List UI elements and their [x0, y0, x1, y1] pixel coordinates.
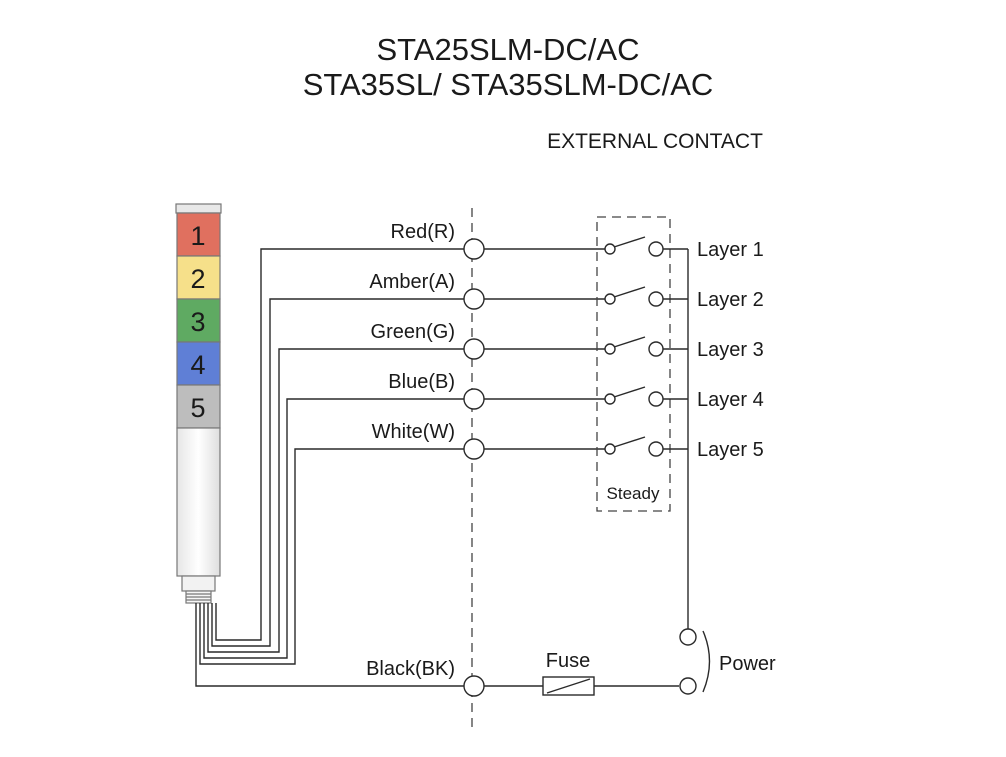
tower-segment-number: 2: [190, 264, 205, 294]
wire-red: [215, 248, 475, 641]
wire-green: [207, 348, 475, 653]
wire-label-white: White(W): [372, 421, 455, 443]
fuse-label: Fuse: [546, 650, 590, 672]
steady-contact-box: [596, 216, 671, 512]
wire-label-blue: Blue(B): [388, 371, 455, 393]
switch-layer-4: [604, 386, 664, 407]
tower-base-nut: [181, 575, 216, 592]
tower-cap: [175, 203, 222, 214]
switch-feed-lines: [484, 248, 605, 450]
tower-segment-number: 1: [190, 221, 205, 251]
tower-segment-number: 4: [190, 350, 205, 380]
power-label: Power: [719, 653, 776, 675]
external-contact-label: EXTERNAL CONTACT: [547, 130, 763, 153]
layer-label-4: Layer 4: [697, 389, 764, 411]
terminal-amber: [463, 288, 485, 310]
common-bus: [663, 248, 689, 629]
layer-label-1: Layer 1: [697, 239, 764, 261]
power-terminal-top: [679, 628, 697, 646]
tower-wires: [195, 248, 475, 687]
layer-label-3: Layer 3: [697, 339, 764, 361]
tower-segment-1: [176, 212, 221, 257]
switch-layer-2: [604, 286, 664, 307]
tower-segment-2: [176, 255, 221, 300]
power-terminal-bottom: [679, 677, 697, 695]
signal-tower: 1 2 3 4 5: [175, 203, 222, 604]
tower-segment-number: 3: [190, 307, 205, 337]
terminal-white: [463, 438, 485, 460]
terminal-green: [463, 338, 485, 360]
wire-label-green: Green(G): [371, 321, 455, 343]
wire-amber: [211, 298, 475, 647]
tower-segment-number: 5: [190, 393, 205, 423]
terminal-red: [463, 238, 485, 260]
steady-label: Steady: [607, 484, 660, 503]
wire-label-red: Red(R): [391, 221, 455, 243]
switch-layer-1: [604, 236, 664, 257]
wire-label-amber: Amber(A): [369, 271, 455, 293]
power-source-arc: [702, 630, 711, 693]
tower-pole: [176, 427, 221, 577]
layer-label-5: Layer 5: [697, 439, 764, 461]
switch-layer-3: [604, 336, 664, 357]
wire-blue: [203, 398, 475, 659]
fuse-symbol: [542, 676, 595, 696]
tower-segment-4: [176, 341, 221, 386]
terminal-black: [463, 675, 485, 697]
wire-black: [195, 603, 475, 687]
wire-label-black: Black(BK): [366, 658, 455, 680]
diagram-title-line-2: STA35SL/ STA35SLM-DC/AC: [303, 67, 714, 102]
switch-layer-5: [604, 436, 664, 457]
terminal-blue: [463, 388, 485, 410]
wire-white: [199, 448, 475, 665]
layer-label-2: Layer 2: [697, 289, 764, 311]
diagram-title-line-1: STA25SLM-DC/AC: [377, 32, 640, 67]
